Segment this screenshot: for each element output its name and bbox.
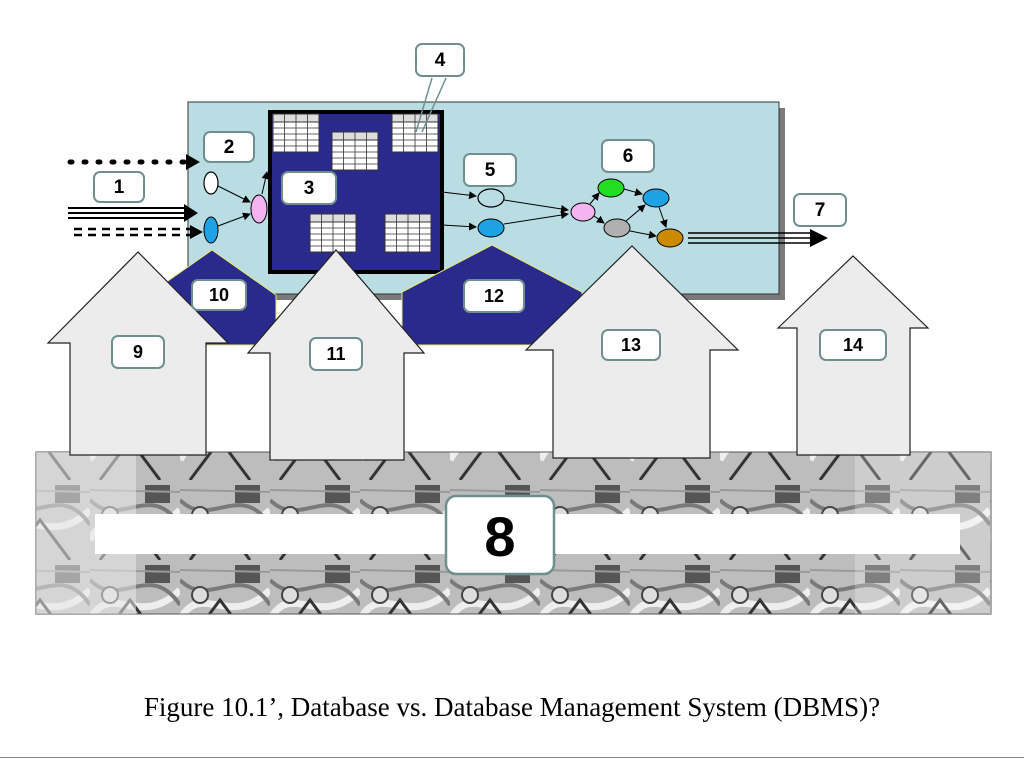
callout-line xyxy=(415,77,433,133)
edge xyxy=(593,215,605,224)
label-1: 1 xyxy=(93,171,145,203)
figure-caption: Figure 10.1’, Database vs. Database Mana… xyxy=(143,692,881,722)
bottom-divider xyxy=(0,757,1024,758)
label-12: 12 xyxy=(463,279,525,313)
label-10: 10 xyxy=(191,279,247,311)
svg-text:14: 14 xyxy=(843,335,863,355)
label-5: 5 xyxy=(463,153,517,187)
edge xyxy=(261,171,270,195)
triple-line-output-arrow xyxy=(688,229,828,247)
svg-text:9: 9 xyxy=(133,342,143,362)
svg-text:12: 12 xyxy=(484,286,504,306)
node-green xyxy=(597,178,625,198)
label-7: 7 xyxy=(793,193,847,227)
node-blue xyxy=(203,216,219,244)
label-11: 11 xyxy=(309,337,363,371)
table-icon xyxy=(309,213,357,253)
edge xyxy=(441,191,477,200)
svg-text:5: 5 xyxy=(485,160,496,181)
node-blue xyxy=(642,188,670,208)
edge xyxy=(441,222,477,231)
table-icon xyxy=(391,113,439,153)
table-icon xyxy=(272,113,320,153)
svg-text:13: 13 xyxy=(621,335,641,355)
svg-text:3: 3 xyxy=(304,178,315,199)
svg-text:7: 7 xyxy=(815,200,826,221)
svg-text:6: 6 xyxy=(623,146,634,167)
node-pink xyxy=(250,194,268,224)
edge xyxy=(658,206,668,228)
edge xyxy=(589,192,600,205)
label-4: 4 xyxy=(415,43,465,77)
edge xyxy=(625,204,646,222)
label-9: 9 xyxy=(111,335,165,369)
label-8: 8 xyxy=(444,494,556,576)
node-white xyxy=(203,171,219,195)
edge xyxy=(217,185,251,203)
triple-line-input-arrow xyxy=(68,204,198,222)
table-icon xyxy=(331,131,379,171)
edge xyxy=(629,230,657,239)
node-gold xyxy=(656,228,684,248)
node-gray xyxy=(603,218,631,238)
svg-text:1: 1 xyxy=(114,177,125,198)
edge xyxy=(503,211,569,225)
svg-text:2: 2 xyxy=(224,137,235,158)
label-2: 2 xyxy=(203,131,255,163)
node-pink xyxy=(570,202,596,222)
callout-line xyxy=(421,77,447,133)
node-outline xyxy=(477,188,505,208)
svg-text:10: 10 xyxy=(209,285,229,305)
node-blue xyxy=(477,218,505,238)
svg-text:8: 8 xyxy=(484,505,515,568)
label-3: 3 xyxy=(281,171,337,205)
label-13: 13 xyxy=(601,329,661,361)
dashed-input-arrow xyxy=(74,225,203,239)
arrowhead-icon xyxy=(186,154,200,170)
edge xyxy=(217,212,251,227)
svg-text:11: 11 xyxy=(326,344,345,364)
edge xyxy=(503,199,569,213)
label-6: 6 xyxy=(601,139,655,173)
label-14: 14 xyxy=(819,329,887,361)
edge xyxy=(623,188,643,196)
table-icon xyxy=(384,213,432,253)
svg-text:4: 4 xyxy=(435,50,446,71)
